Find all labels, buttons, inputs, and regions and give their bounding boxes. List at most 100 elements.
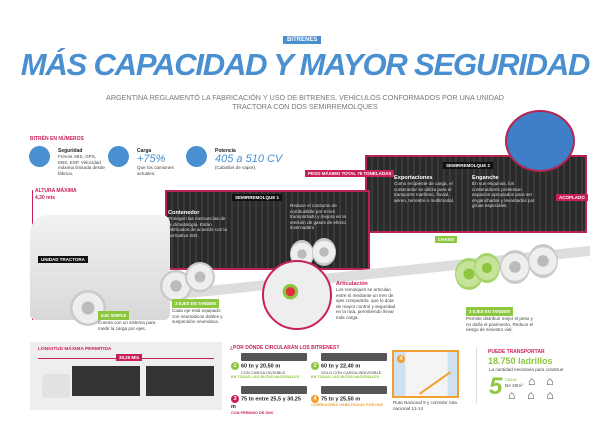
note-text: En sus esquinas, los contenedores presen… xyxy=(472,181,535,209)
note-label: 3 EJES EN TANDEM xyxy=(172,299,219,308)
stat-title: Potencia xyxy=(215,148,236,154)
note-text: Cuenta con un sistema para medir la carg… xyxy=(98,320,156,331)
note-title: Exportaciones xyxy=(394,175,433,181)
stat-seguridad: Seguridad Frenos ABS, GPS, EBS, ESP. Vel… xyxy=(58,148,106,176)
page-subtitle: ARGENTINA REGLAMENTÓ LA FABRICACIÓN Y US… xyxy=(106,93,504,111)
wheel xyxy=(528,244,558,278)
mini-cab xyxy=(42,374,70,398)
stat-text: Frenos ABS, GPS, EBS, ESP. Velocidad máx… xyxy=(58,154,105,176)
brake-disc-icon xyxy=(29,146,50,167)
height-number: 4,30 xyxy=(35,195,45,201)
weight-icon xyxy=(108,146,129,167)
export-note: Exportaciones Como recipiente de carga, … xyxy=(394,175,459,203)
transport-text: La cantidad necesaria para construir xyxy=(489,367,564,372)
stat-title: Seguridad xyxy=(58,148,83,154)
route-where: CORREDORES HABILITADOS POR DNV xyxy=(311,403,384,408)
divider xyxy=(476,347,477,403)
houses-count: 5 xyxy=(489,373,503,400)
truck-silhouette xyxy=(321,353,387,361)
note-text: Protegen las mercancías de la climatolog… xyxy=(168,216,227,238)
tandem2-note: 3 EJES EN TANDEM Permite distribuir mejo… xyxy=(466,307,536,333)
truck-silhouette xyxy=(241,386,307,394)
tandem1-note: 3 EJES EN TANDEM Cada eje está equipado … xyxy=(172,299,227,325)
mini-container xyxy=(146,366,214,396)
house-icon: ⌂ xyxy=(528,374,536,388)
note-text: Los remolques se articulan entre sí medi… xyxy=(336,287,396,320)
mini-container xyxy=(72,366,140,396)
note-text: Como recipiente de carga, el contenedor … xyxy=(394,181,454,203)
stat-text: (Caballos de vapor). xyxy=(215,165,257,170)
stat-carga: Carga +75% Que los camiones actuales. xyxy=(137,148,184,176)
note-title: Contenedor xyxy=(168,210,200,216)
semi1-label: SEMIRREMOLQUE 1 xyxy=(232,194,283,201)
route-line xyxy=(418,371,452,395)
route-number: 3 xyxy=(231,395,239,403)
wheel xyxy=(70,290,106,326)
numbers-heading: BITRÉN EN NÚMEROS xyxy=(30,136,84,142)
engine-icon xyxy=(186,146,207,167)
houses-icons: ⌂⌂ ⌂⌂⌂ xyxy=(508,374,598,402)
wheel xyxy=(185,262,215,292)
page-title: MÁS CAPACIDAD Y MAYOR SEGURIDAD xyxy=(20,47,591,82)
note-label: EJE SIMPLE xyxy=(98,311,130,320)
truck-silhouette xyxy=(241,353,307,361)
route-note: SOLO CON CARGA INDIVISIBLE xyxy=(321,370,382,376)
section-tag: BITRENES xyxy=(283,36,322,44)
transport-heading: PUEDE TRANSPORTAR xyxy=(488,349,545,355)
house-icon: ⌂ xyxy=(546,388,554,402)
length-heading: LONGITUD MÁXIMA PERMITIDA xyxy=(38,347,112,352)
note-text: Permite distribuir mejor el peso y no da… xyxy=(466,316,534,333)
stat-title: Carga xyxy=(137,148,152,154)
map-caption: Ruta Nacional 9 y corredor ruta nacional… xyxy=(393,400,457,411)
transport-value: 18.750 ladrillos xyxy=(488,356,553,366)
articulation-detail-circle xyxy=(262,260,332,330)
height-label: ALTURA MÁXIMA xyxy=(35,188,77,194)
route-where: CON PERMISO DE DNV xyxy=(231,411,274,416)
hitch-note: Enganche En sus esquinas, los contenedor… xyxy=(472,175,537,209)
house-icon: ⌂ xyxy=(546,374,554,388)
stat-potencia: Potencia 405 a 510 CV (Caballos de vapor… xyxy=(215,148,295,171)
route-main: 60 tn y 22,40 m xyxy=(321,363,361,370)
container-note: Contenedor Protegen las mercancías de la… xyxy=(168,210,228,238)
tractor-label: UNIDAD TRACTORA xyxy=(38,256,88,263)
route-map: 4 xyxy=(392,350,459,398)
length-value: 30,25 Mts xyxy=(116,354,143,361)
route-main: 75 tn entre 25,5 y 30,25 m xyxy=(231,396,301,411)
highlighted-wheel xyxy=(474,253,500,283)
height-unit: mts xyxy=(46,195,56,201)
route-where: EN TODAS LAS RUTAS NACIONALES xyxy=(311,375,380,380)
house-icon: ⌂ xyxy=(527,388,535,402)
note-title: Enganche xyxy=(472,175,499,181)
stat-text: Que los camiones actuales. xyxy=(137,165,174,176)
stat-value: +75% xyxy=(137,153,166,165)
height-value: 4,30 mts xyxy=(35,195,55,201)
simple-axle-note: EJE SIMPLE Cuenta con un sistema para me… xyxy=(98,311,158,331)
zoom-detail-circle xyxy=(505,110,575,172)
house-icon: ⌂ xyxy=(508,388,516,402)
wheel xyxy=(500,250,530,284)
route-number: 2 xyxy=(311,362,319,370)
route-main: 60 tn y 20,50 m xyxy=(241,363,281,370)
truck-silhouette xyxy=(321,386,387,394)
weight-label: PESO MÁXIMO TOTAL 75 TONELADAS xyxy=(305,170,395,177)
fuel-note: Reduce el consumo de combustible por tn-… xyxy=(290,203,346,231)
routes-heading: ¿POR DÓNDE CIRCULARÁN LOS BITRENES? xyxy=(230,345,340,351)
articulation-note: Articulación Los remolques se articulan … xyxy=(336,281,398,321)
route-main: 75 tn y 25,50 m xyxy=(321,396,361,403)
chasis-label: CHASIS xyxy=(435,236,458,243)
route-number: 1 xyxy=(231,362,239,370)
route-number: 4 xyxy=(311,395,319,403)
acoplado-label: ACOPLADO xyxy=(556,194,588,201)
note-label: 3 EJES EN TANDEM xyxy=(466,307,513,316)
note-text: Cada eje está equipado con neumáticos do… xyxy=(172,308,223,325)
houses-unit: Casas xyxy=(505,377,517,382)
route-where: EN TODAS LAS RUTAS NACIONALES xyxy=(231,375,300,380)
length-panel: LONGITUD MÁXIMA PERMITIDA 30,25 Mts xyxy=(30,342,222,410)
wheel xyxy=(312,238,336,266)
container-1 xyxy=(165,190,370,270)
houses-size: De 40m² xyxy=(505,383,523,388)
